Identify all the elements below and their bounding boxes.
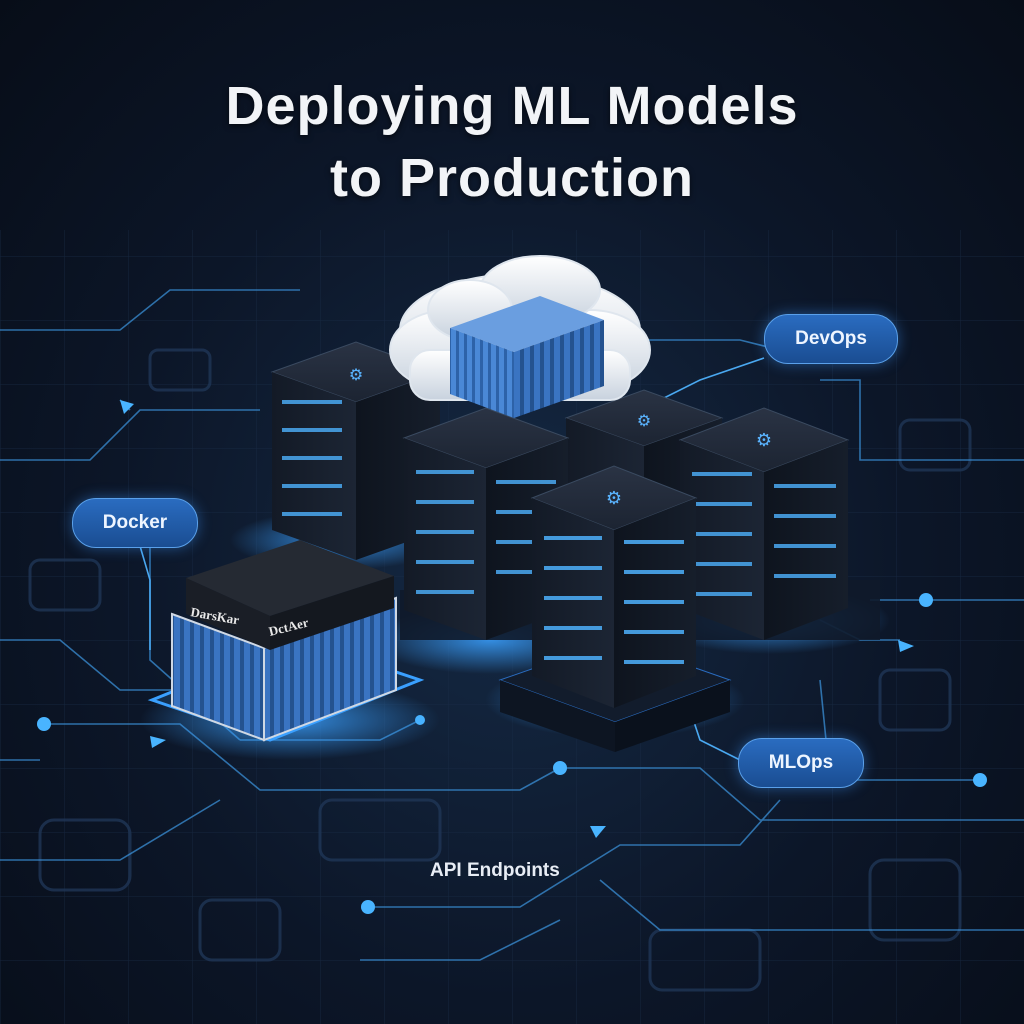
circuit-nodes <box>37 593 987 914</box>
dot-node-icon <box>37 717 51 731</box>
arrow-head-icon <box>590 826 606 838</box>
api-endpoints-label: API Endpoints <box>430 860 560 881</box>
callout-devops: DevOps <box>764 314 898 364</box>
server-tower-right: ⚙ <box>650 407 890 654</box>
server-rack-lights <box>692 472 836 596</box>
page-title: Deploying ML Models to Production <box>0 70 1024 214</box>
callout-docker: Docker <box>72 498 198 548</box>
cloud-with-container <box>389 255 651 418</box>
shipping-container <box>450 296 604 352</box>
arrow-head-icon <box>898 640 914 652</box>
background-circuit-chips <box>28 348 972 992</box>
arrow-head-icon <box>120 400 134 414</box>
dot-node-icon <box>973 773 987 787</box>
dot-node-icon <box>361 900 375 914</box>
dot-node-icon <box>553 761 567 775</box>
callout-mlops: MLOps <box>738 738 864 788</box>
title-line-1: Deploying ML Models <box>225 76 799 136</box>
gear-cloud-icon: ⚙ <box>606 488 622 509</box>
title-line-2: to Production <box>330 148 694 208</box>
gear-cloud-icon: ⚙ <box>637 411 651 430</box>
docker-container: DarsKar DctAer <box>140 540 440 760</box>
server-rack-lights <box>282 400 342 516</box>
server-rack-lights <box>544 536 684 664</box>
gear-cloud-icon: ⚙ <box>349 365 363 384</box>
server-rack-lights <box>416 470 556 594</box>
server-tower-front: ⚙ <box>485 465 745 752</box>
gear-cloud-icon: ⚙ <box>756 430 772 451</box>
dot-node-icon <box>919 593 933 607</box>
